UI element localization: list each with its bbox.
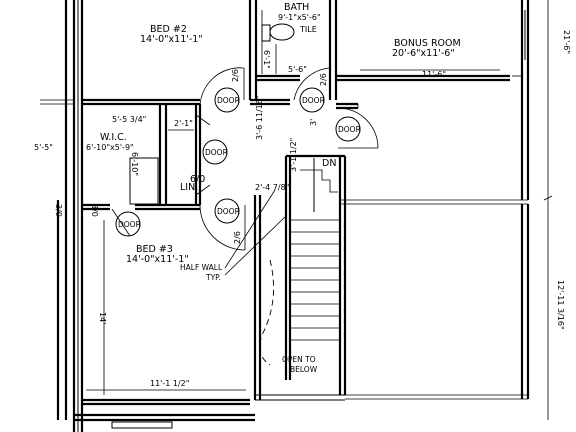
door-size-1: 2/6 — [231, 69, 240, 82]
dimension-lines — [86, 0, 553, 420]
room-name-wic: W.I.C. — [100, 132, 127, 143]
room-name-linen: LIN. — [180, 182, 198, 193]
dim-bed3-width: 11'-1 1/2" — [150, 379, 189, 388]
door-tag-5: DOOR — [217, 207, 240, 216]
room-size-bed2: 14'-0"x11'-1" — [140, 34, 203, 45]
door-tag-2: DOOR — [302, 96, 325, 105]
door-tag-6: DOOR — [118, 220, 141, 229]
dim-wic-c: 6'-10" — [130, 152, 139, 176]
stair-down-label: DN — [322, 158, 336, 169]
door-tags — [115, 87, 361, 237]
bath-finish: TILE — [299, 25, 317, 34]
open-below-note: OPEN TO — [282, 355, 316, 364]
dim-hall-short: 3' — [309, 119, 318, 126]
dim-bonus-width: 11'-6" — [422, 70, 446, 79]
half-wall — [224, 189, 288, 366]
door-size-4: 3/0 — [54, 204, 63, 217]
dim-bed3-height: 14' — [98, 312, 107, 324]
room-size-wic: 6'-10"x5'-9" — [86, 143, 134, 152]
door-swings — [111, 67, 379, 251]
walls — [40, 0, 530, 432]
room-size-bed3: 14'-0"x11'-1" — [126, 254, 189, 265]
room-size-bonus: 20'-6"x11'-6" — [392, 48, 455, 59]
dim-bath-width: 5'-6" — [288, 65, 307, 74]
door-size-2: 2/6 — [319, 73, 328, 86]
dim-stair-width: 3'-1 1/2" — [289, 138, 298, 172]
half-wall-note-typ: TYP. — [205, 273, 221, 282]
dim-wic-a: 5'-5 3/4" — [112, 115, 146, 124]
door-tag-3: DOOR — [338, 125, 361, 134]
half-wall-note: HALF WALL — [180, 263, 223, 272]
room-name-bath: BATH — [284, 2, 309, 13]
dim-bath-height: 6'-1" — [262, 50, 271, 69]
dim-hall-height: 3'-6 11/16" — [255, 95, 264, 140]
dim-wic-b: 2'-1" — [174, 119, 193, 128]
room-name-bed2: BED #2 — [150, 24, 187, 35]
door-tag-1: DOOR — [217, 96, 240, 105]
dim-right-lower: 12'-11 3/16" — [556, 280, 565, 330]
stair-treads — [290, 158, 340, 341]
dim-left: 5'-5" — [34, 143, 53, 152]
dim-right-upper: 21'-6" — [562, 30, 571, 54]
open-below-note-2: BELOW — [290, 365, 318, 374]
door-size-5: 3/0 — [90, 204, 99, 217]
room-size-bath: 9'-1"x5'-6" — [278, 13, 321, 22]
room-name-bonus: BONUS ROOM — [394, 38, 461, 49]
dim-linen: 2'-4 7/8" — [255, 183, 289, 192]
linen-door-size: 6/0 — [190, 174, 205, 185]
room-name-bed3: BED #3 — [136, 244, 173, 255]
door-size-3: 2/6 — [233, 231, 242, 244]
door-tag-4: DOOR — [205, 148, 228, 157]
